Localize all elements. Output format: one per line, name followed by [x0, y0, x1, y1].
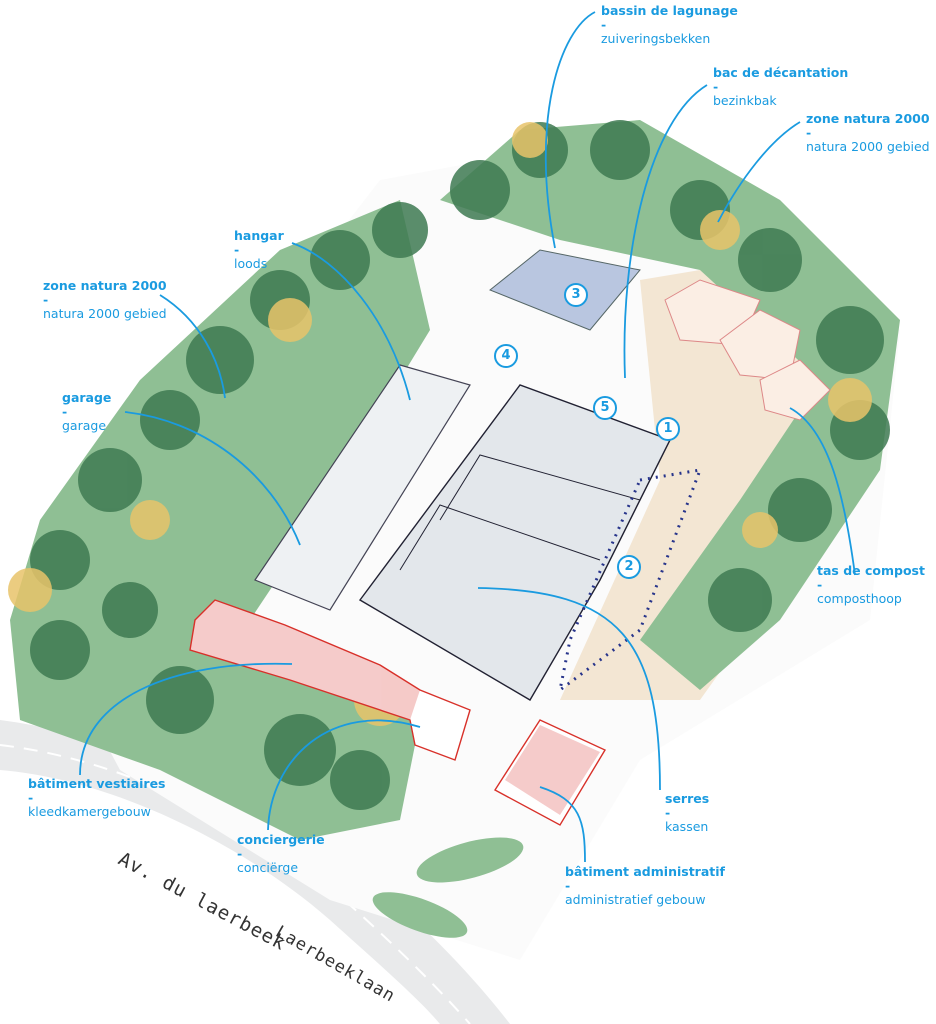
label-nl: zuiveringsbekken: [601, 31, 711, 46]
label-nl: kleedkamergebouw: [28, 804, 151, 819]
marker-5: 5: [593, 396, 617, 420]
hangar: [254, 364, 471, 611]
label-nl: administratief gebouw: [565, 892, 706, 907]
label-nl: composthoop: [817, 591, 902, 606]
label-fr: bassin de lagunage: [601, 3, 738, 18]
label-garage: garage-garage: [62, 391, 111, 433]
label-vestiaires: bâtiment vestiaires-kleedkamergebouw: [28, 777, 166, 819]
label-natura-right: zone natura 2000-natura 2000 gebied: [806, 112, 930, 154]
crop-rows: [557, 468, 703, 694]
label-sep: -: [43, 292, 49, 307]
label-fr: serres: [665, 791, 710, 806]
marker-2: 2: [617, 555, 641, 579]
label-nl: garage: [62, 418, 107, 433]
label-sep: -: [234, 242, 240, 257]
label-administratif: bâtiment administratif-administratief ge…: [565, 865, 725, 907]
label-fr: conciergerie: [237, 832, 325, 847]
label-fr: zone natura 2000: [43, 278, 167, 293]
label-sep: -: [237, 846, 243, 861]
label-fr: bac de décantation: [713, 65, 849, 80]
greenhouses: [358, 384, 671, 701]
label-hangar: hangar-loods: [234, 229, 284, 271]
marker-3: 3: [564, 283, 588, 307]
label-sep: -: [28, 790, 34, 805]
compost-heaps: [664, 279, 831, 421]
label-fr: bâtiment vestiaires: [28, 776, 166, 791]
label-sep: -: [565, 878, 571, 893]
label-fr: zone natura 2000: [806, 111, 930, 126]
label-sep: -: [665, 805, 671, 820]
administrative-building: [494, 719, 607, 826]
label-sep: -: [713, 79, 719, 94]
label-sep: -: [62, 404, 68, 419]
label-fr: garage: [62, 390, 112, 405]
label-bassin: bassin de lagunage-zuiveringsbekken: [601, 4, 738, 46]
label-nl: kassen: [665, 819, 709, 834]
label-serres: serres-kassen: [665, 792, 709, 834]
label-nl: natura 2000 gebied: [806, 139, 930, 154]
label-fr: tas de compost: [817, 563, 925, 578]
label-nl: loods: [234, 256, 268, 271]
green-patch: [372, 892, 468, 938]
label-sep: -: [817, 577, 823, 592]
label-nl: conciërge: [237, 860, 299, 875]
label-conciergerie: conciergerie-conciërge: [237, 833, 325, 875]
label-compost: tas de compost-composthoop: [817, 564, 925, 606]
label-natura-left: zone natura 2000-natura 2000 gebied: [43, 279, 167, 321]
trees: [30, 120, 890, 810]
label-nl: natura 2000 gebied: [43, 306, 167, 321]
label-sep: -: [806, 125, 812, 140]
label-nl: bezinkbak: [713, 93, 777, 108]
marker-1: 1: [656, 417, 680, 441]
label-sep: -: [601, 17, 607, 32]
label-decantation: bac de décantation-bezinkbak: [713, 66, 848, 108]
marker-4: 4: [494, 344, 518, 368]
label-fr: hangar: [234, 228, 284, 243]
forest-left: [10, 200, 430, 840]
road: [0, 720, 510, 1024]
annotation-arrows: [79, 11, 856, 863]
label-fr: bâtiment administratif: [565, 864, 725, 879]
green-patch: [416, 837, 524, 883]
red-buildings: [189, 599, 607, 826]
